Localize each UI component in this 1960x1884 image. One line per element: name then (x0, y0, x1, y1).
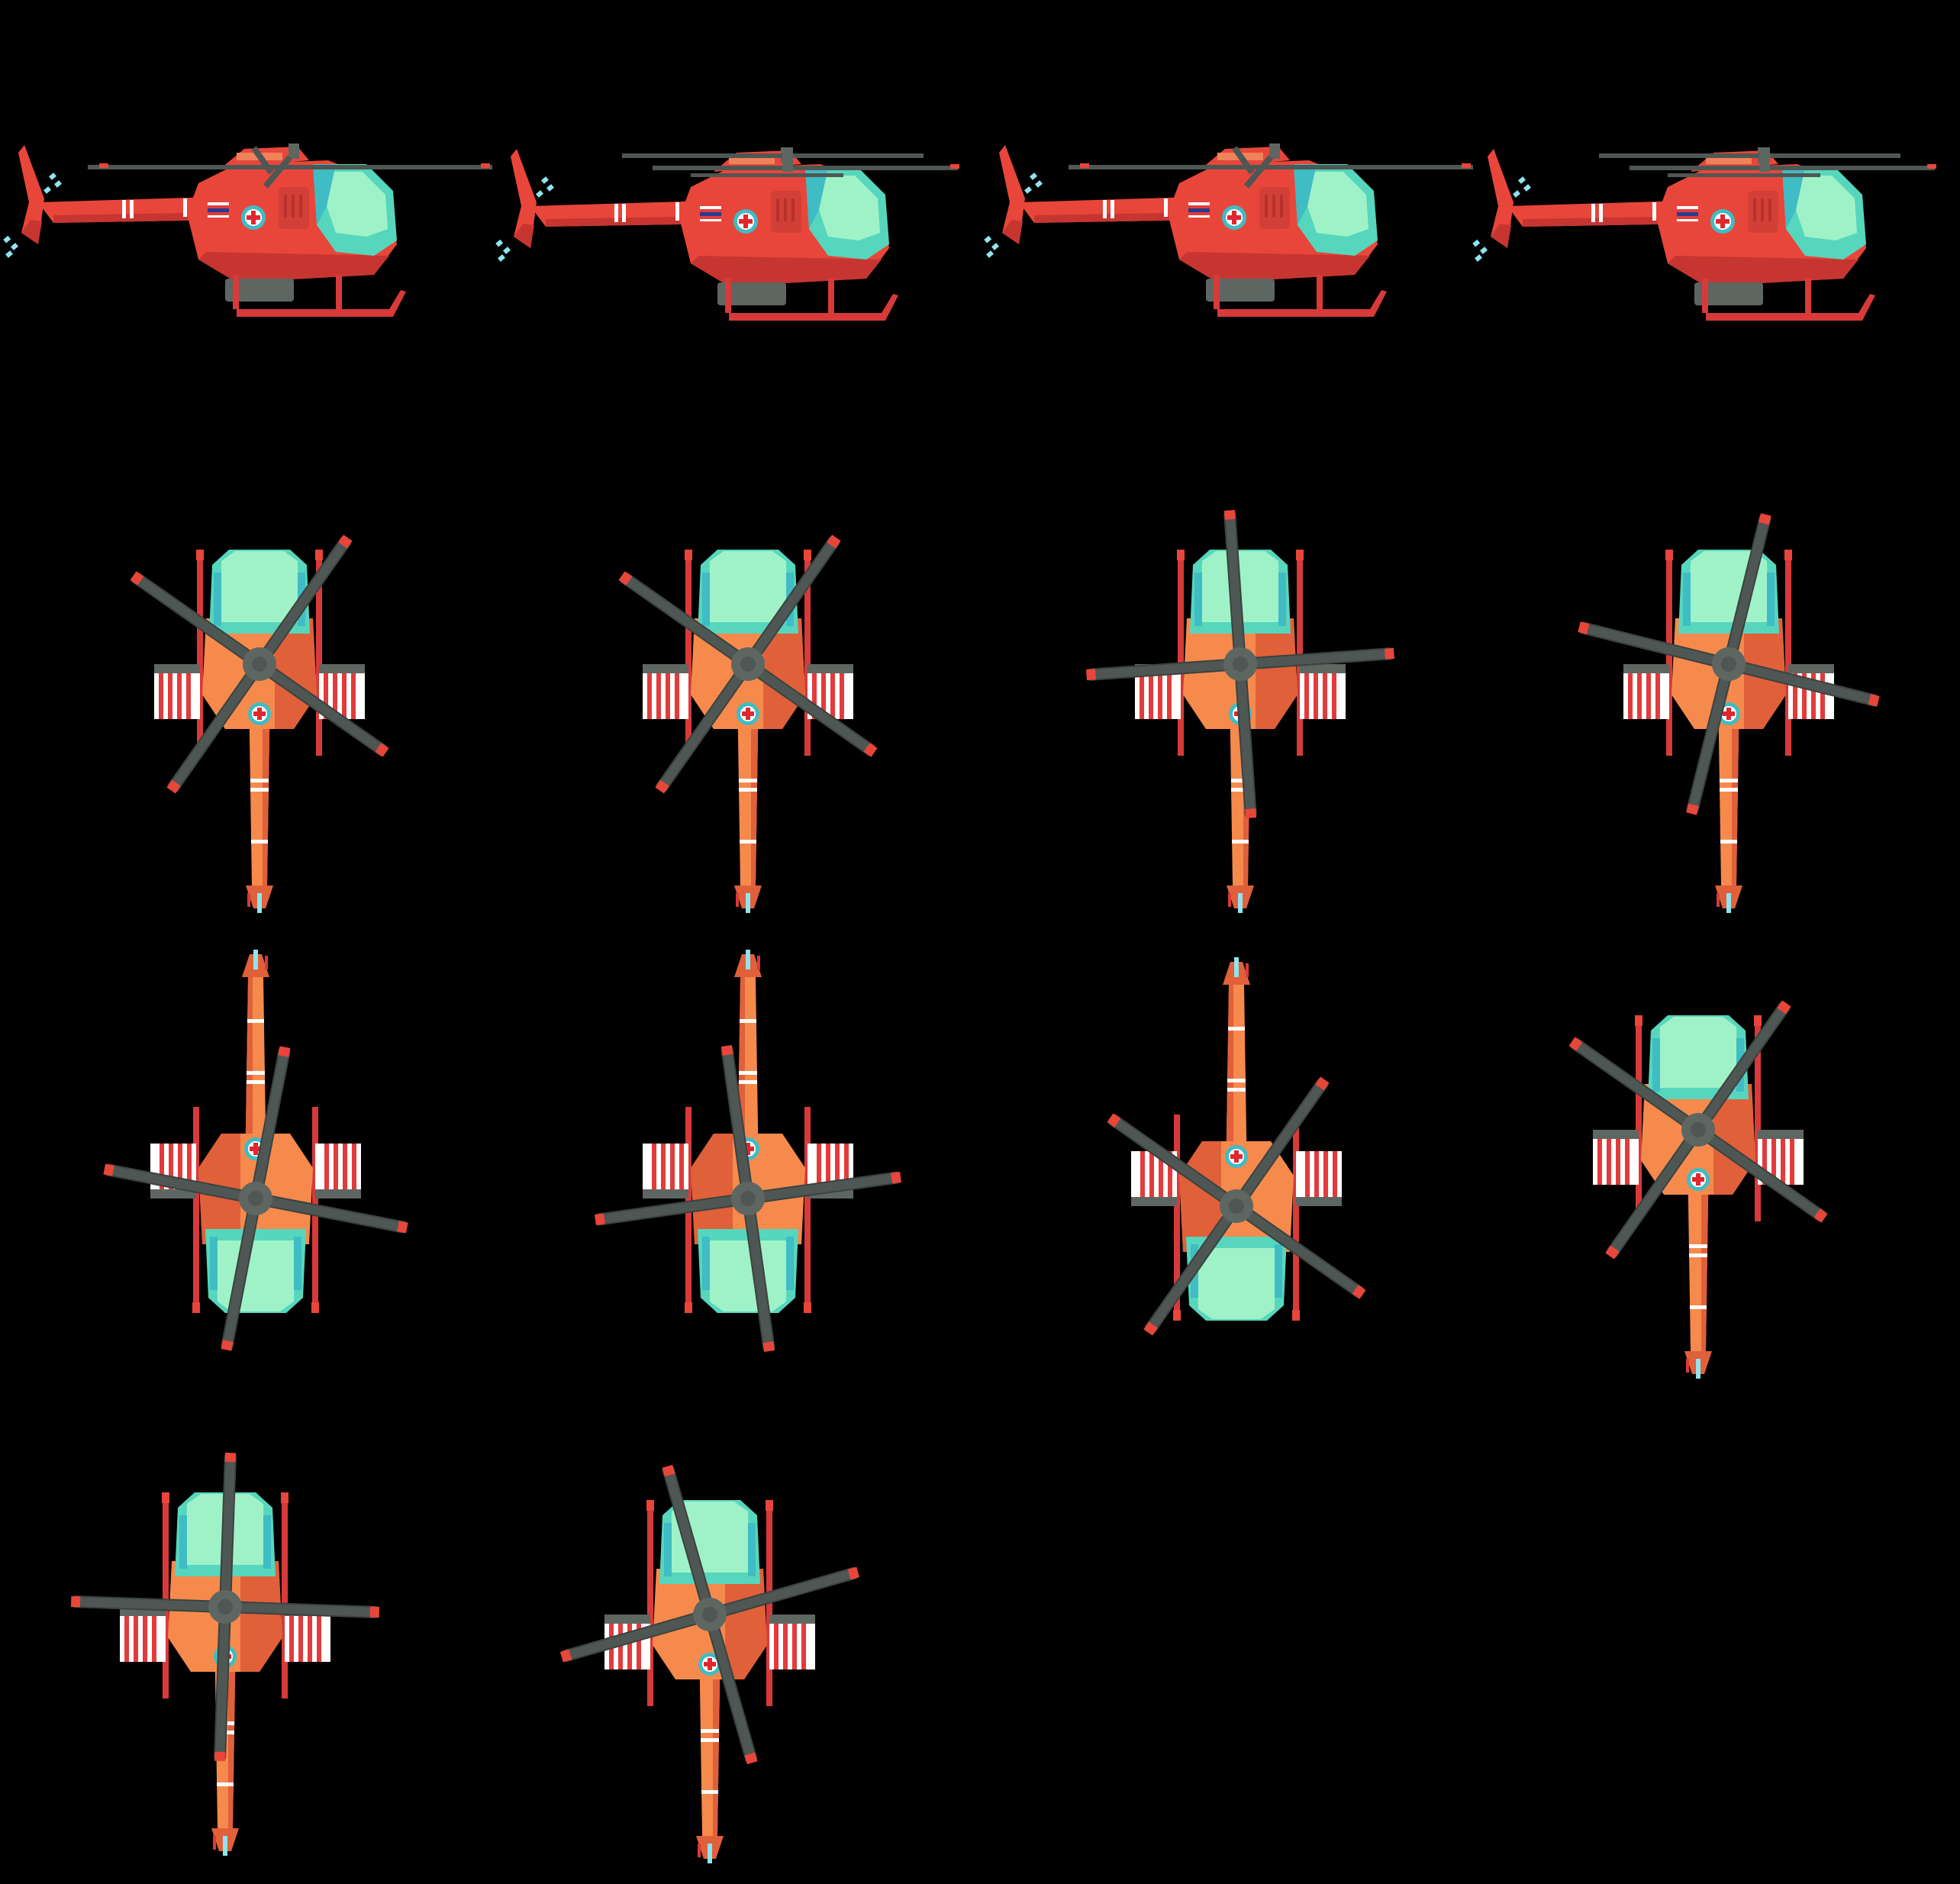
side-frame-3 (984, 144, 1473, 317)
side-frame-1 (3, 144, 492, 317)
top-frame-7 (1020, 957, 1452, 1422)
top-frame-3 (1075, 498, 1406, 913)
top-frame-8 (1482, 914, 1914, 1379)
top-frame-6 (572, 950, 924, 1374)
top-frame-2 (532, 448, 964, 913)
top-frame-1 (44, 448, 475, 913)
top-frame-10 (518, 1423, 901, 1863)
top-frame-9 (65, 1447, 385, 1856)
top-frame-5 (74, 950, 437, 1380)
side-frame-2 (495, 147, 959, 321)
top-frame-4 (1541, 476, 1916, 913)
side-frame-4 (1472, 147, 1936, 321)
